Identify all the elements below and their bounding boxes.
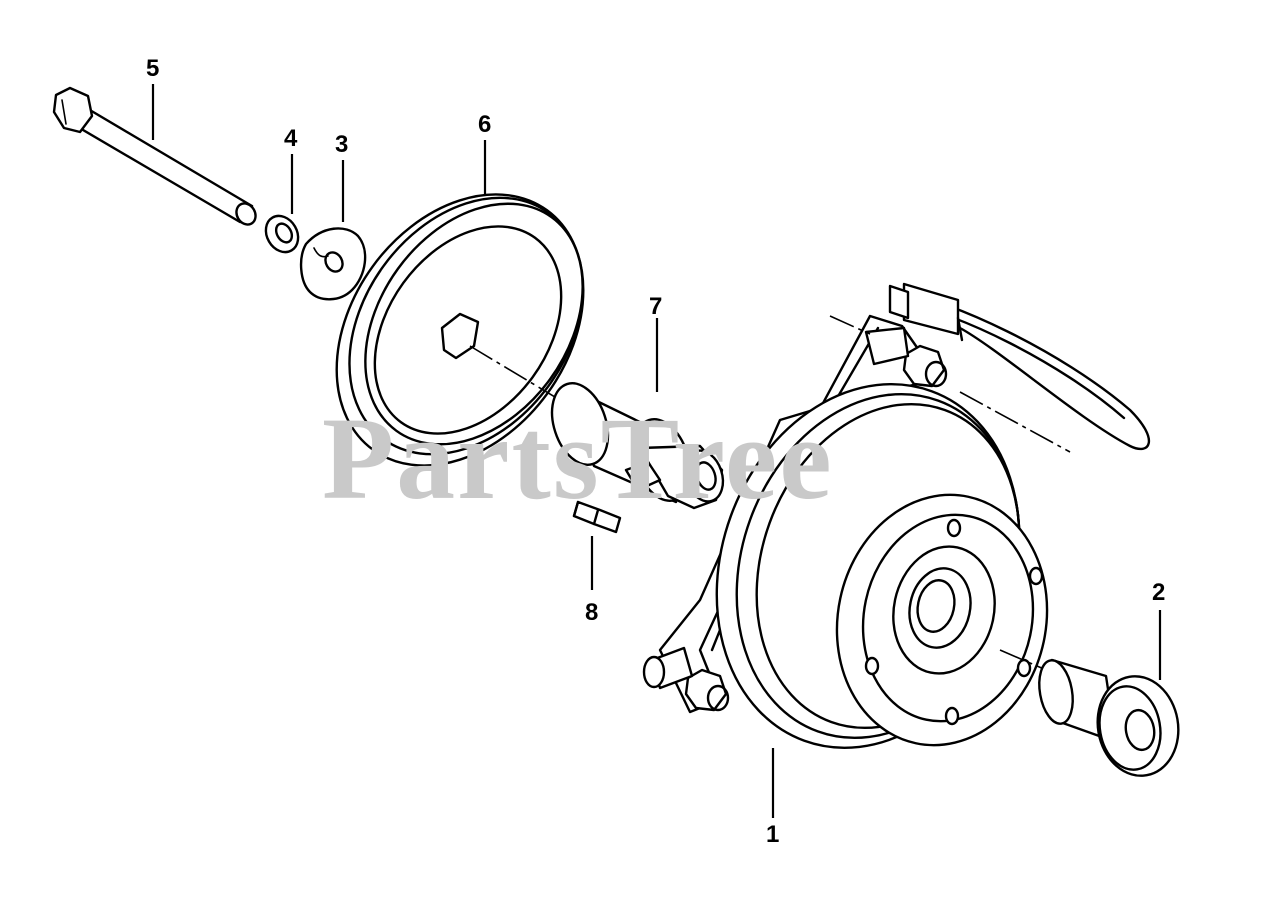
watermark-text: PartsTree [322,393,834,524]
part-4-washer[interactable] [260,210,305,258]
callout-4[interactable]: 4 [284,125,298,152]
leader-lines [151,84,1162,818]
callout-2[interactable]: 2 [1152,579,1165,606]
callout-5[interactable]: 5 [146,55,159,82]
part-2-flanged-bushing[interactable] [1035,658,1186,782]
part-8-key[interactable] [572,500,622,534]
callout-7[interactable]: 7 [649,293,662,320]
part-6-pulley[interactable] [286,147,635,513]
part-5-bolt[interactable] [52,86,259,228]
part-7-hub[interactable] [542,376,729,510]
callout-labels: 5 4 3 6 7 8 1 2 [146,55,1165,848]
part-3-spacer-plate[interactable] [299,227,367,301]
callout-8[interactable]: 8 [585,599,598,626]
callout-3[interactable]: 3 [335,131,348,158]
callout-6[interactable]: 6 [478,111,491,138]
part-1-clutch[interactable] [642,282,1150,791]
callout-1[interactable]: 1 [766,821,779,848]
